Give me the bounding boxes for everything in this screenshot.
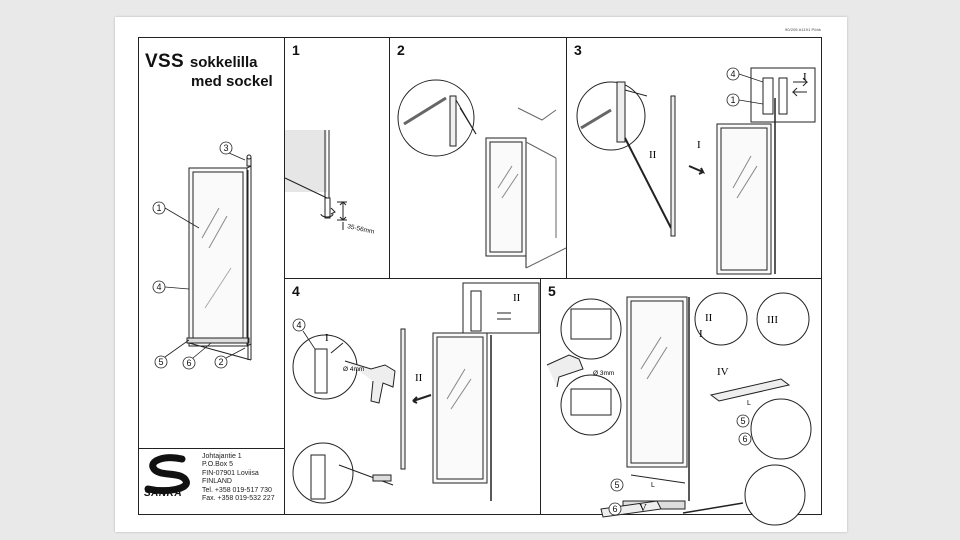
step-number: 2 bbox=[397, 42, 405, 58]
step-5-roman-ii: II bbox=[705, 312, 713, 324]
address-line: P.O.Box 5 bbox=[202, 461, 234, 469]
step-1-drawing: 35-56mm bbox=[284, 130, 375, 236]
height-measure: 35-56mm bbox=[347, 223, 375, 236]
callout-2: 2 bbox=[218, 357, 223, 367]
address-line: FINLAND bbox=[202, 478, 232, 486]
step-number: 4 bbox=[292, 283, 300, 299]
company-footer: SANKA Johtajantie 1 P.O.Box 5 FIN-07901 … bbox=[139, 448, 285, 514]
svg-text:4: 4 bbox=[730, 69, 735, 79]
callout-5: 5 bbox=[158, 357, 163, 367]
address-line: FIN-07901 Loviisa bbox=[202, 469, 259, 477]
document-code: 90/205 #1191 Pöhk bbox=[784, 27, 821, 32]
step-4-roman-ii-inset: II bbox=[513, 292, 521, 304]
overview-panel: VSS sokkelilla med sockel bbox=[139, 38, 285, 514]
drill-size-5: Ø 3mm bbox=[593, 370, 614, 377]
step-5-roman-i: I bbox=[699, 328, 703, 340]
step-3-roman-ii: II bbox=[649, 149, 657, 161]
step-3-drawing: 4 1 I II I bbox=[576, 67, 816, 275]
address-line: Johtajantie 1 bbox=[202, 453, 242, 460]
company-address: Johtajantie 1 P.O.Box 5 FIN-07901 Loviis… bbox=[202, 453, 275, 503]
callout-1: 1 bbox=[156, 203, 161, 213]
dim-l-a: L bbox=[651, 482, 655, 489]
step-4-roman-ii: II bbox=[415, 372, 423, 384]
svg-text:5: 5 bbox=[614, 480, 619, 490]
step-5-roman-iv: IV bbox=[717, 366, 729, 378]
step-2-panel: 2 bbox=[390, 38, 567, 279]
step-5-drawing: 5 6 5 6 II III IV I V Ø 3mm L L bbox=[546, 292, 812, 526]
svg-text:6: 6 bbox=[742, 434, 747, 444]
step-4-drawing: 4 I II II Ø 4mm bbox=[292, 282, 540, 504]
callout-4: 4 bbox=[156, 282, 161, 292]
title-swedish: med sockel bbox=[191, 73, 273, 90]
drill-size-4: Ø 4mm bbox=[343, 366, 364, 373]
step-5-roman-iii: III bbox=[767, 314, 778, 326]
step-5-roman-v: V bbox=[639, 502, 647, 514]
step-3-roman-i: I bbox=[803, 71, 807, 83]
svg-text:4: 4 bbox=[296, 320, 301, 330]
address-line: Tel. +358 019-517 730 bbox=[202, 486, 272, 494]
logo-text: SANKA bbox=[144, 488, 183, 499]
instruction-frame: VSS sokkelilla med sockel bbox=[138, 37, 822, 526]
instruction-sheet: 90/205 #1191 Pöhk VSS sokkelilla med sock… bbox=[115, 17, 847, 532]
step-1-panel: 1 35-56mm bbox=[284, 38, 390, 279]
callout-3: 3 bbox=[223, 143, 228, 153]
title-finnish: sokkelilla bbox=[189, 54, 258, 71]
product-title: VSS sokkelilla med sockel bbox=[145, 52, 273, 91]
step-5-panel: 5 bbox=[541, 279, 821, 526]
svg-text:5: 5 bbox=[740, 416, 745, 426]
step-number: 5 bbox=[548, 283, 556, 299]
step-4-panel: 4 bbox=[285, 279, 541, 514]
dim-l-b: L bbox=[747, 400, 751, 407]
svg-text:1: 1 bbox=[730, 95, 735, 105]
title-model: VSS bbox=[145, 51, 184, 72]
step-3-panel: 3 bbox=[567, 38, 821, 279]
step-number: 1 bbox=[292, 42, 300, 58]
address-line: Fax. +358 019-532 227 bbox=[202, 495, 275, 503]
svg-text:6: 6 bbox=[612, 504, 617, 514]
callout-6: 6 bbox=[186, 358, 191, 368]
sanka-logo: SANKA bbox=[142, 454, 200, 509]
overview-drawing: 3 1 4 5 6 2 bbox=[152, 141, 252, 370]
step-4-roman-i: I bbox=[325, 332, 329, 344]
step-number: 3 bbox=[574, 42, 582, 58]
step-3-roman-i-main: I bbox=[697, 139, 701, 151]
step-2-drawing bbox=[397, 79, 567, 269]
